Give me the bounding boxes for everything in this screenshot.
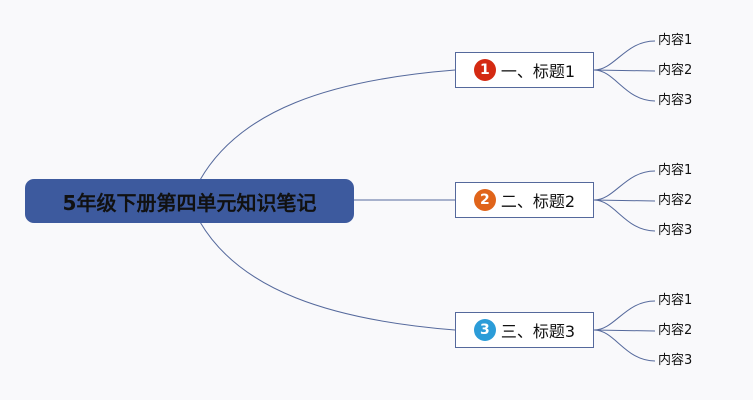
number-2-icon: 2 <box>473 189 496 211</box>
topic-2-item-3[interactable]: 内容3 <box>658 223 693 238</box>
topic-3-item-3[interactable]: 内容3 <box>658 353 693 368</box>
topic-node-1-label: 一、标题1 <box>500 62 576 81</box>
root-node-label: 5年级下册第四单元知识笔记 <box>62 190 317 215</box>
topic-node-2-label: 二、标题2 <box>500 192 576 211</box>
connector-topic-3-item-1 <box>593 300 656 331</box>
topic-2-item-1[interactable]: 内容1 <box>658 163 693 178</box>
topic-3-item-2[interactable]: 内容2 <box>658 323 693 338</box>
topic-3-item-1[interactable]: 内容1 <box>658 293 693 308</box>
topic-1-item-3[interactable]: 内容3 <box>658 93 693 108</box>
topic-node-2[interactable]: 2 二、标题2 <box>455 182 594 218</box>
connector-topic-3-item-2 <box>593 329 656 332</box>
root-node[interactable]: 5年级下册第四单元知识笔记 <box>25 179 354 223</box>
connector-topic-3-item-3 <box>593 329 656 362</box>
connector-root-topic-1 <box>199 69 456 181</box>
connector-topic-1-item-3 <box>593 69 656 102</box>
number-3-icon: 3 <box>473 319 496 341</box>
topic-1-item-2[interactable]: 内容2 <box>658 63 693 78</box>
connector-topic-2-item-1 <box>593 170 656 201</box>
topic-2-item-2[interactable]: 内容2 <box>658 193 693 208</box>
connector-root-topic-3 <box>199 221 456 331</box>
topic-node-1[interactable]: 1 一、标题1 <box>455 52 594 88</box>
connector-topic-1-item-2 <box>593 69 656 72</box>
connector-topic-2-item-3 <box>593 199 656 232</box>
topic-node-3-label: 三、标题3 <box>500 322 576 341</box>
topic-node-3[interactable]: 3 三、标题3 <box>455 312 594 348</box>
number-1-icon: 1 <box>473 59 496 81</box>
topic-1-item-1[interactable]: 内容1 <box>658 33 693 48</box>
connector-topic-1-item-1 <box>593 40 656 71</box>
connector-topic-2-item-2 <box>593 199 656 202</box>
